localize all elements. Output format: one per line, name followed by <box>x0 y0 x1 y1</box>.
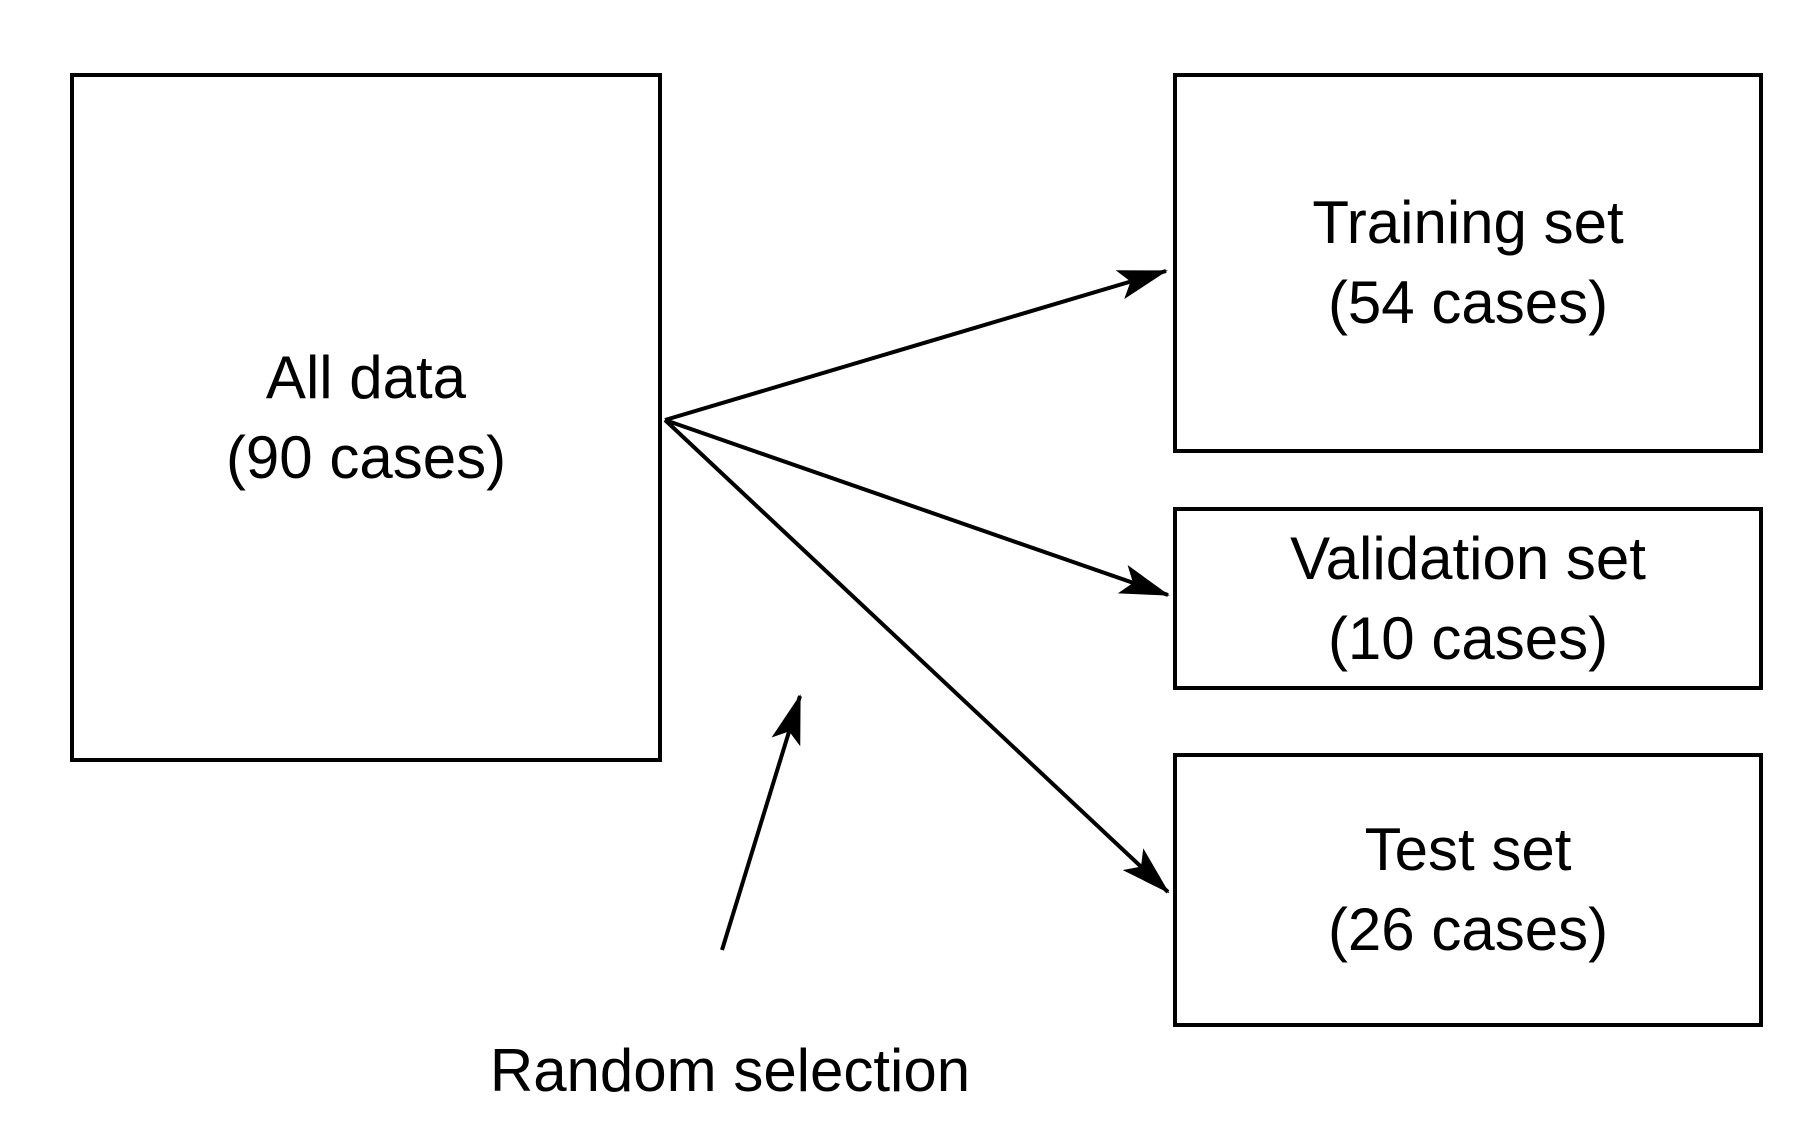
all-data-label: All data <box>265 343 467 411</box>
all-data-box: All data (90 cases) <box>70 73 662 762</box>
validation-set-box: Validation set (10 cases) <box>1173 507 1763 690</box>
training-set-label: Training set <box>1312 189 1624 257</box>
test-set-cases: (26 cases) <box>1327 896 1609 963</box>
all-data-cases: (90 cases) <box>225 423 507 491</box>
validation-set-cases: (10 cases) <box>1327 604 1609 672</box>
arrow-to-training <box>664 269 1168 422</box>
training-set-box: Training set (54 cases) <box>1173 73 1763 453</box>
test-set-label: Test set <box>1364 816 1572 884</box>
validation-set-label: Validation set <box>1290 524 1646 592</box>
arrow-to-test <box>663 418 1170 894</box>
random-selection-label: Random selection <box>489 1037 971 1104</box>
arrow-to-validation <box>664 418 1170 597</box>
random-selection-arrow <box>720 694 802 951</box>
test-set-box: Test set (26 cases) <box>1173 753 1763 1027</box>
training-set-cases: (54 cases) <box>1327 269 1609 336</box>
